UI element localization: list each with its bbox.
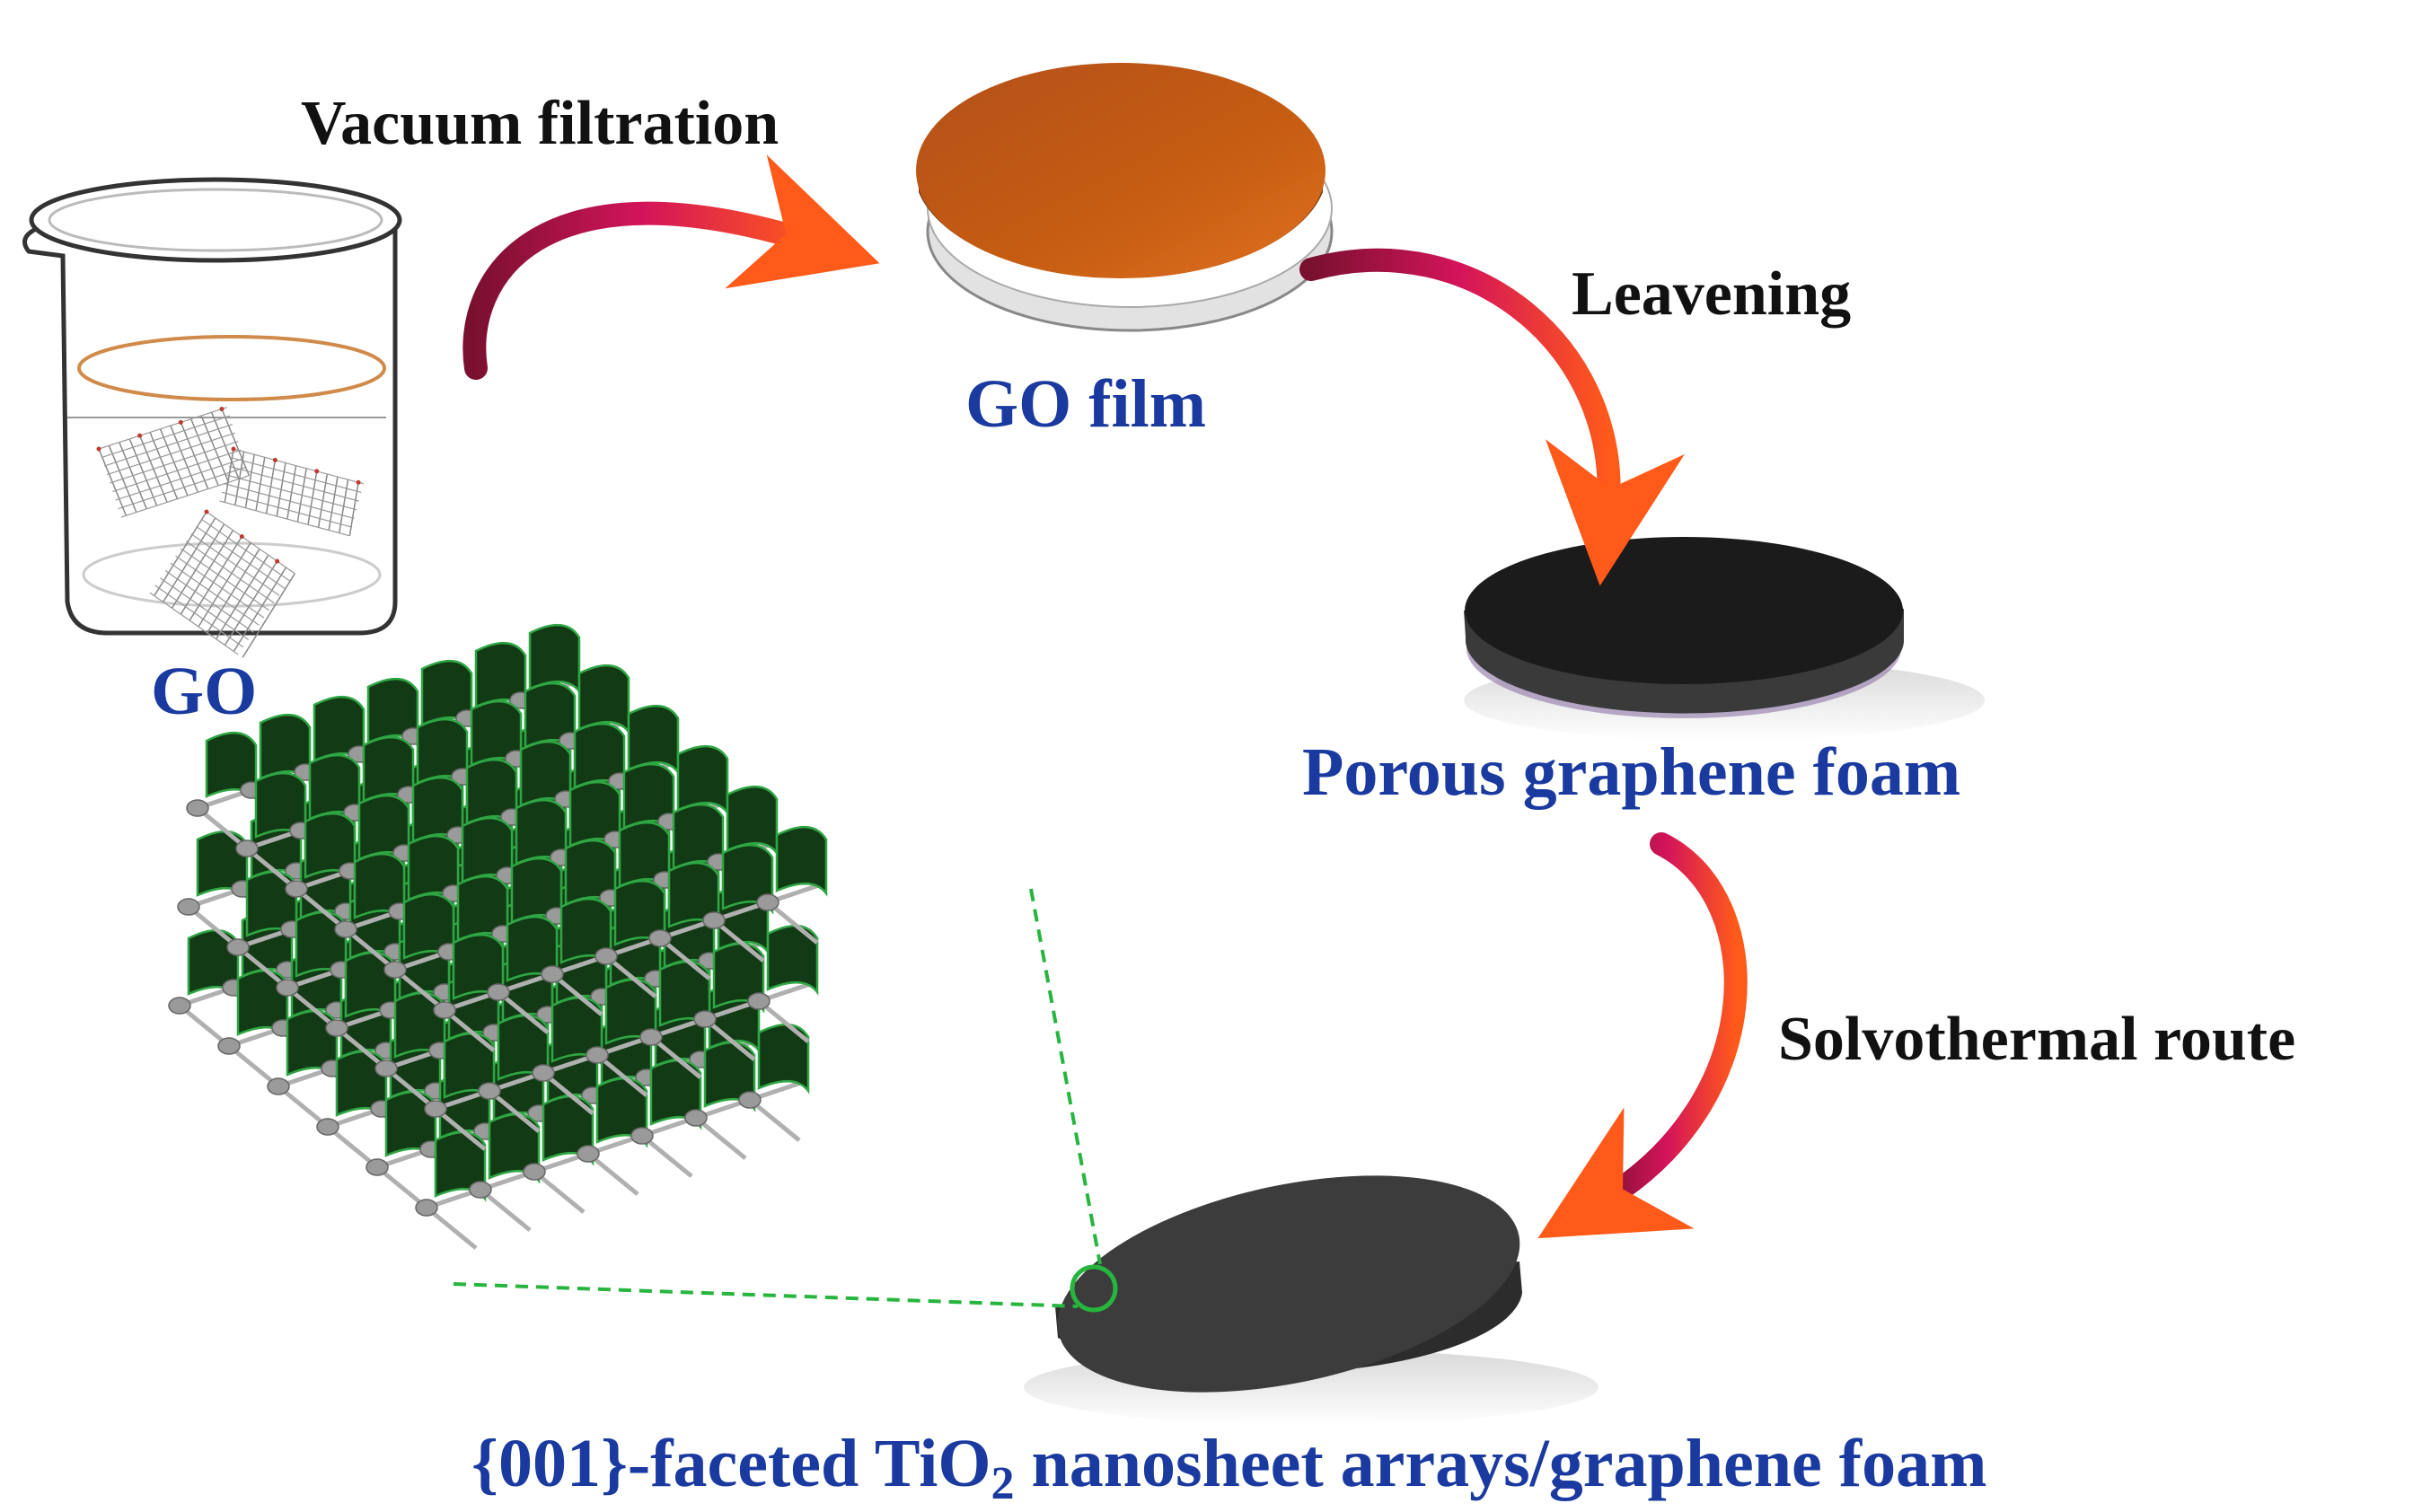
process-arrow-icon [1299,248,1685,586]
go-film [916,63,1334,332]
label-porous-graphene-foam: Porous graphene foam [1302,734,1960,810]
final-product-subscript: 2 [991,1458,1014,1509]
nanosheet-array-icon [168,623,828,1250]
beaker-icon [22,177,402,636]
graphene-oxide-sheets-icon [96,407,365,658]
label-go: GO [151,654,257,729]
step-leavening: Leavening [1572,259,1851,329]
label-go-film: GO film [965,366,1206,442]
zoom-indicator [453,888,1118,1313]
porous-graphene-foam [1464,537,1985,741]
process-arrows [462,154,1748,1239]
process-arrow-icon [1537,832,1748,1239]
final-product-suffix: nanosheet arrays/graphene foam [1014,1426,1986,1501]
step-solvothermal-route: Solvothermal route [1778,1005,2295,1074]
label-final-product: {001}-faceted TiO2 nanosheet arrays/grap… [471,1426,1986,1509]
step-vacuum-filtration: Vacuum filtration [301,89,779,158]
process-arrow-icon [462,154,880,380]
zoom-circle-icon [1070,1264,1118,1313]
tio2-graphene-foam-disk [1024,1175,1599,1425]
final-product-prefix: {001}-faceted TiO [471,1426,991,1501]
